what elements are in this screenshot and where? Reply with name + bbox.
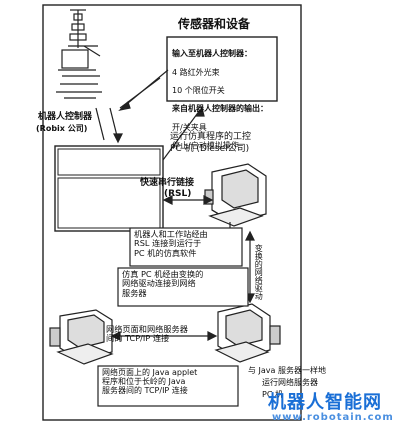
rsl-label: (RSL) [164, 189, 192, 199]
sensor-line-5: 开/关夹具 [172, 122, 207, 132]
java-server-line-2: 运行网络服务器 [262, 378, 318, 387]
sensor-line-2: 4 路红外光束 [172, 67, 220, 77]
watermark-url: www.robotain.com [272, 412, 394, 423]
fast-serial-label: 快速串行链接 [140, 178, 195, 188]
sensor-line-6: 停止/启动模拟操作 [172, 141, 239, 151]
sensor-line-4: 来自机器人控制器的输出： [172, 104, 268, 114]
robot-controller-label: 机器人控制器 [38, 112, 93, 122]
robot-arm-icon [56, 9, 102, 99]
sensor-list: 输入至机器人控制器： 4 路红外光束 10 个限位开关 来自机器人控制器的输出：… [172, 40, 276, 159]
outer-frame [42, 4, 302, 421]
controller-cabinet [54, 145, 164, 232]
java-desc: 网络页面上的 Java applet 程序和位于长岭的 Java 服务器间的 T… [102, 368, 198, 396]
network-server-left-icon [49, 309, 114, 365]
rsl-desc: 机器人和工作站经由 RSL 连接到运行于 PC 机的仿真软件 [134, 229, 208, 258]
network-desc: 仿真 PC 机经由变换的 网络驱动连接到网络 服务器 [122, 269, 204, 298]
tcpip-desc: 网络页面和网络服务器 间的 TCP/IP 连接 [106, 324, 188, 344]
watermark-title: 机器人智能网 [268, 392, 382, 413]
pc-running-label: 运行仿真程序的工控 [170, 132, 252, 142]
java-server-line-1: 与 Java 服务器一样地 [248, 366, 326, 375]
sensor-line-1: 输入至机器人控制器： [172, 49, 252, 59]
pc-workstation-icon [204, 163, 267, 228]
network-server-right-icon [214, 303, 281, 363]
sensors-title: 传感器和设备 [178, 17, 251, 31]
pc-company-label: PC 机 (Diesel公司) [170, 144, 250, 154]
vertical-net-label: 变换的网络驱动 [254, 244, 264, 300]
java-server-line-3: PC 机 [262, 390, 283, 399]
robot-company-label: (Robix 公司) [36, 124, 88, 133]
sensor-line-3: 10 个限位开关 [172, 85, 225, 95]
sensors-box [166, 36, 278, 102]
arrows [95, 69, 255, 341]
